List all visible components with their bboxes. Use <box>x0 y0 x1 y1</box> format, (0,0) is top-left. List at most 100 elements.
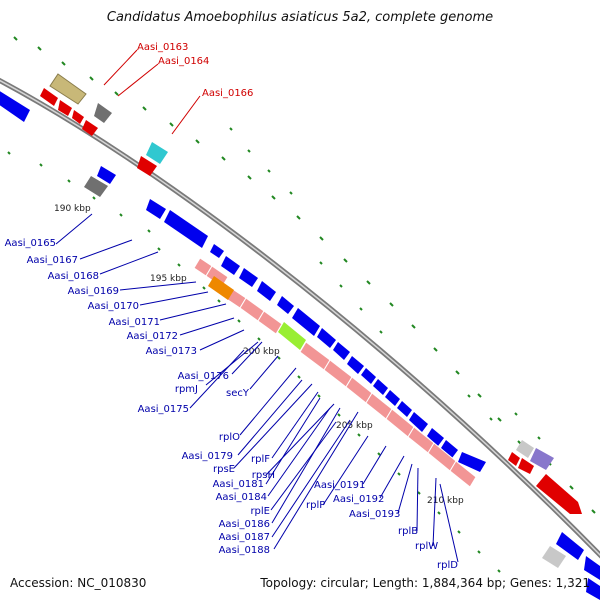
genome-title: Candidatus Amoebophilus asiaticus 5a2, c… <box>106 10 494 25</box>
gene-arrow-red-5[interactable] <box>137 156 157 176</box>
gene-box-pink-13[interactable] <box>449 460 477 488</box>
gene-arrow-olive[interactable] <box>49 73 87 105</box>
label-rplb[interactable]: rplB <box>398 526 418 537</box>
label-aasi-0188[interactable]: Aasi_0188 <box>219 545 270 556</box>
label-aasi-0181[interactable]: Aasi_0181 <box>213 479 264 490</box>
gene-arrow-blue-bottomright-2[interactable] <box>584 556 600 580</box>
gene-box-lime[interactable] <box>278 322 306 350</box>
scale-labels: 190 kbp 195 kbp 200 kbp 205 kbp 210 kbp <box>54 204 464 506</box>
lower-features <box>0 90 600 600</box>
gene-arrow-blue-o[interactable] <box>427 428 444 446</box>
topology-label: Topology: circular; Length: 1,884,364 bp… <box>260 576 590 590</box>
gene-arrow-blue-topleft[interactable] <box>0 90 30 122</box>
gene-arrow-red-1[interactable] <box>40 88 58 106</box>
gene-box-pink-10[interactable] <box>385 408 415 438</box>
label-aasi-0167[interactable]: Aasi_0167 <box>27 255 78 266</box>
gene-arrow-red-4[interactable] <box>82 120 98 136</box>
gene-arrow-blue-0165[interactable] <box>97 166 116 184</box>
label-rplw[interactable]: rplW <box>415 541 438 552</box>
gene-arrow-blue-g[interactable] <box>317 328 336 348</box>
label-aasi-0172[interactable]: Aasi_0172 <box>127 331 178 342</box>
tick-row-outer <box>13 36 596 514</box>
label-rple[interactable]: rplE <box>250 506 270 517</box>
label-rpld[interactable]: rplD <box>437 560 458 571</box>
mid-blue-label-group: rplO Aasi_0179 rplF rpsE rpsH Aasi_0181 … <box>182 432 275 556</box>
gene-arrow-blue-m[interactable] <box>397 401 412 417</box>
gene-arrow-red-right-3[interactable] <box>518 458 534 474</box>
label-rpsh[interactable]: rpsH <box>252 470 275 481</box>
label-aasi-0187[interactable]: Aasi_0187 <box>219 532 270 543</box>
gene-box-lightgray-bottomright[interactable] <box>542 546 566 568</box>
gene-arrow-red-right-2[interactable] <box>536 474 582 514</box>
top-red-label-group: Aasi_0163 Aasi_0164 Aasi_0166 <box>103 42 253 135</box>
gene-arrow-blue-j[interactable] <box>361 368 376 384</box>
gene-arrow-blue-d[interactable] <box>257 281 276 301</box>
gene-arrow-blue-a[interactable] <box>210 244 224 258</box>
label-aasi-0192[interactable]: Aasi_0192 <box>333 494 384 505</box>
gene-box-gray-mid[interactable] <box>84 176 108 197</box>
gene-arrow-blue-p[interactable] <box>441 440 458 458</box>
label-aasi-0170[interactable]: Aasi_0170 <box>88 301 139 312</box>
gene-arrow-blue-long-2[interactable] <box>164 210 208 248</box>
label-aasi-0169[interactable]: Aasi_0169 <box>68 286 119 297</box>
label-aasi-0176[interactable]: Aasi_0176 <box>178 371 229 382</box>
label-rplp[interactable]: rplP <box>306 500 325 511</box>
label-aasi-0193[interactable]: Aasi_0193 <box>349 509 400 520</box>
label-rpse[interactable]: rpsE <box>213 464 235 475</box>
leader-lines <box>55 213 459 563</box>
label-aasi-0163[interactable]: Aasi_0163 <box>137 42 188 53</box>
gene-arrow-blue-i[interactable] <box>347 356 364 374</box>
label-secy[interactable]: secY <box>226 388 250 399</box>
gene-arrow-red-right-1[interactable] <box>508 452 520 466</box>
gene-box-orange[interactable] <box>208 276 234 300</box>
scale-label-205: 205 kbp <box>336 421 373 431</box>
label-rpmj[interactable]: rpmJ <box>175 384 198 395</box>
scale-label-195: 195 kbp <box>150 274 187 284</box>
upper-features <box>40 73 582 514</box>
label-rplf[interactable]: rplF <box>251 454 270 465</box>
scale-label-200: 200 kbp <box>243 347 280 357</box>
gene-arrow-blue-bottomright-1[interactable] <box>556 532 584 560</box>
gene-arrow-blue-q[interactable] <box>458 452 486 472</box>
gene-arrow-red-2[interactable] <box>58 100 72 116</box>
gene-box-pink-6[interactable] <box>299 341 331 371</box>
gene-arrow-blue-long-1[interactable] <box>146 199 166 219</box>
gene-arrow-blue-k[interactable] <box>373 379 388 395</box>
label-aasi-0171[interactable]: Aasi_0171 <box>109 317 160 328</box>
label-aasi-0165[interactable]: Aasi_0165 <box>5 238 56 249</box>
label-aasi-0166[interactable]: Aasi_0166 <box>202 88 253 99</box>
gene-arrow-red-3[interactable] <box>72 110 84 124</box>
genome-backbone-highlight <box>0 79 600 557</box>
gene-arrow-blue-f[interactable] <box>292 308 320 336</box>
tick-row-inner <box>7 151 501 573</box>
gene-arrow-blue-e[interactable] <box>277 296 294 314</box>
gene-arrow-blue-c[interactable] <box>239 268 258 287</box>
gene-box-gray-top[interactable] <box>94 103 112 123</box>
label-aasi-0179[interactable]: Aasi_0179 <box>182 451 233 462</box>
right-blue-label-group: Aasi_0191 Aasi_0192 rplP Aasi_0193 rplB … <box>306 480 458 571</box>
tick-row-far-outer <box>229 127 541 440</box>
label-aasi-0164[interactable]: Aasi_0164 <box>158 56 209 67</box>
label-rplo[interactable]: rplO <box>219 432 240 443</box>
left-blue-label-group: Aasi_0165 Aasi_0167 Aasi_0168 Aasi_0169 … <box>5 238 250 415</box>
gene-arrow-blue-b[interactable] <box>221 256 240 275</box>
accession-label: Accession: NC_010830 <box>10 576 147 590</box>
label-aasi-0184[interactable]: Aasi_0184 <box>216 492 267 503</box>
label-aasi-0173[interactable]: Aasi_0173 <box>146 346 197 357</box>
label-aasi-0186[interactable]: Aasi_0186 <box>219 519 270 530</box>
label-aasi-0168[interactable]: Aasi_0168 <box>48 271 99 282</box>
gene-arrow-blue-l[interactable] <box>385 390 400 406</box>
scale-label-190: 190 kbp <box>54 204 91 214</box>
gene-box-cyan[interactable] <box>146 142 168 164</box>
gene-box-lightgray-right[interactable] <box>516 440 534 458</box>
label-aasi-0191[interactable]: Aasi_0191 <box>314 480 365 491</box>
label-aasi-0175[interactable]: Aasi_0175 <box>138 404 189 415</box>
gene-arrow-blue-h[interactable] <box>333 342 350 360</box>
ribosomal-operon-block <box>193 257 477 488</box>
gene-box-purple[interactable] <box>530 448 554 470</box>
gene-arrow-blue-bottomright-3[interactable] <box>586 578 600 600</box>
gene-arrow-blue-n[interactable] <box>409 412 428 432</box>
gene-box-pink-5[interactable] <box>257 310 283 335</box>
